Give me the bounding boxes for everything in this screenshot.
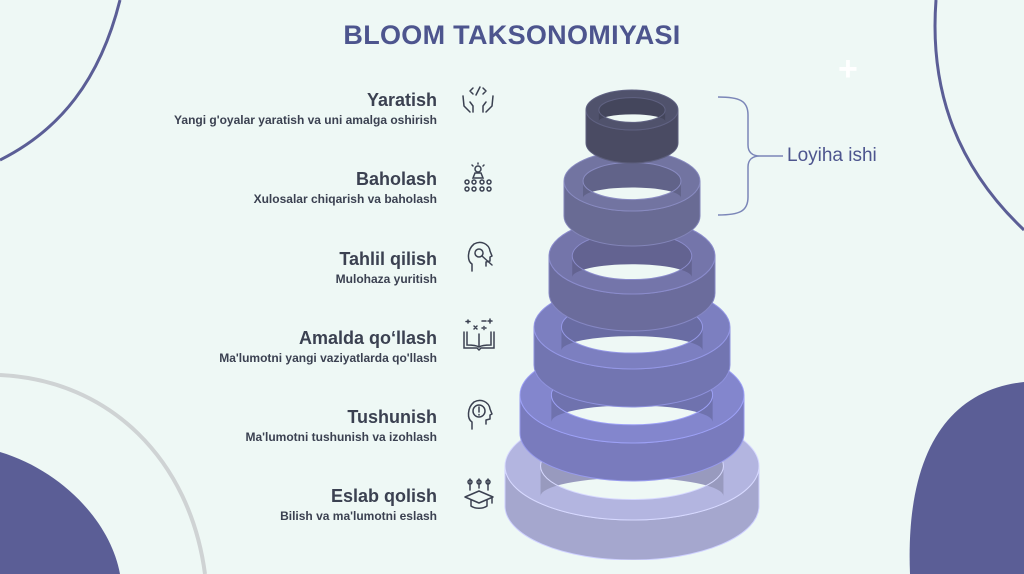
- annotation-label: Loyiha ishi: [787, 145, 877, 166]
- plus-decoration: +: [838, 50, 858, 88]
- level-tushunish: Tushunish Ma'lumotni tushunish va izohla…: [17, 406, 437, 446]
- level-name: Tahlil qilish: [339, 249, 437, 269]
- ring-pyramid: [504, 89, 760, 560]
- book-math-icon: [461, 316, 497, 352]
- level-desc: Yangi g'oyalar yaratish va uni amalga os…: [174, 113, 437, 127]
- level-baholash: Baholash Xulosalar chiqarish va baholash: [17, 168, 437, 208]
- graduation-cap-icon: [461, 476, 497, 512]
- head-magnifier-icon: [462, 238, 498, 274]
- hands-code-icon: [460, 82, 496, 118]
- level-amalda-qollash: Amalda qo‘llash Ma'lumotni yangi vaziyat…: [17, 327, 437, 367]
- ring-2: [563, 150, 701, 247]
- level-desc: Xulosalar chiqarish va baholash: [253, 192, 437, 206]
- level-name: Eslab qolish: [330, 486, 437, 506]
- page-title: BLOOM TAKSONOMIYASI: [343, 20, 681, 50]
- ring-1: [585, 89, 679, 164]
- level-name: Baholash: [355, 169, 437, 189]
- level-desc: Bilish va ma'lumotni eslash: [280, 509, 437, 523]
- level-name: Tushunish: [347, 407, 437, 427]
- head-idea-icon: [462, 396, 498, 432]
- level-desc: Ma'lumotni yangi vaziyatlarda qo'llash: [219, 351, 437, 365]
- level-tahlil-qilish: Tahlil qilish Mulohaza yuritish: [17, 248, 437, 288]
- level-desc: Ma'lumotni tushunish va izohlash: [245, 430, 437, 444]
- level-name: Yaratish: [366, 90, 437, 110]
- evaluation-people-icon: [460, 160, 496, 196]
- level-yaratish: Yaratish Yangi g'oyalar yaratish va uni …: [17, 89, 437, 129]
- level-desc: Mulohaza yuritish: [335, 272, 437, 286]
- level-name: Amalda qo‘llash: [298, 328, 437, 348]
- level-eslab-qolish: Eslab qolish Bilish va ma'lumotni eslash: [17, 485, 437, 525]
